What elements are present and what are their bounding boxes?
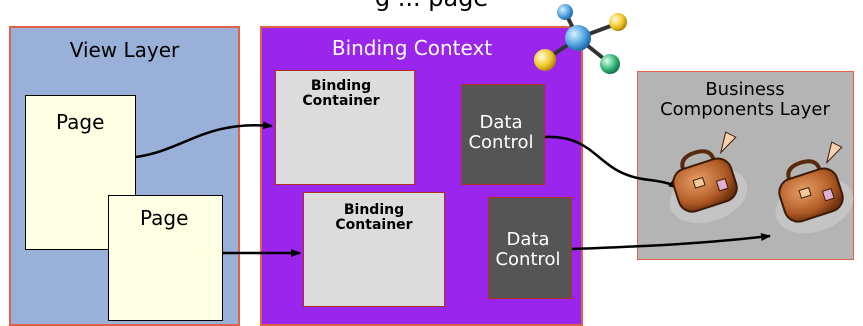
binding-container-2: Binding Container xyxy=(303,192,445,307)
data-control-line1: Data xyxy=(506,229,550,250)
business-components-line2: Components Layer xyxy=(660,99,830,120)
data-control-1: Data Control xyxy=(461,84,545,185)
business-components-line1: Business xyxy=(705,79,785,100)
data-control-line2: Control xyxy=(495,249,561,270)
data-control-line2: Control xyxy=(468,132,534,153)
view-layer-title: View Layer xyxy=(69,38,180,62)
binding-container-line1: Binding xyxy=(310,78,372,94)
arrow-datacontrol1-to-business xyxy=(544,135,679,190)
briefcase-icon xyxy=(775,141,854,234)
briefcase-icon xyxy=(669,131,748,224)
binding-container-line1: Binding xyxy=(343,202,405,218)
data-control-2: Data Control xyxy=(488,197,572,299)
binding-context-title: Binding Context xyxy=(331,36,493,60)
binding-container-line2: Container xyxy=(302,93,380,109)
binding-container-1: Binding Container xyxy=(275,70,415,185)
page-label: Page xyxy=(140,206,189,230)
molecule-icon xyxy=(534,4,627,74)
top-caption: g ... page xyxy=(0,0,863,12)
arrow-datacontrol2-to-business xyxy=(571,233,771,251)
binding-container-line2: Container xyxy=(335,217,413,233)
page-box-2: Page xyxy=(108,195,223,321)
binding-container-label: Binding Container xyxy=(314,203,434,233)
arrow-page1-to-container1 xyxy=(135,121,273,159)
business-components-title: Business Components Layer xyxy=(638,80,852,120)
binding-container-label: Binding Container xyxy=(276,79,406,109)
page-label: Page xyxy=(56,110,105,134)
data-control-line1: Data xyxy=(479,112,523,133)
data-control-label: Data Control xyxy=(486,230,570,270)
data-control-label: Data Control xyxy=(459,113,543,153)
